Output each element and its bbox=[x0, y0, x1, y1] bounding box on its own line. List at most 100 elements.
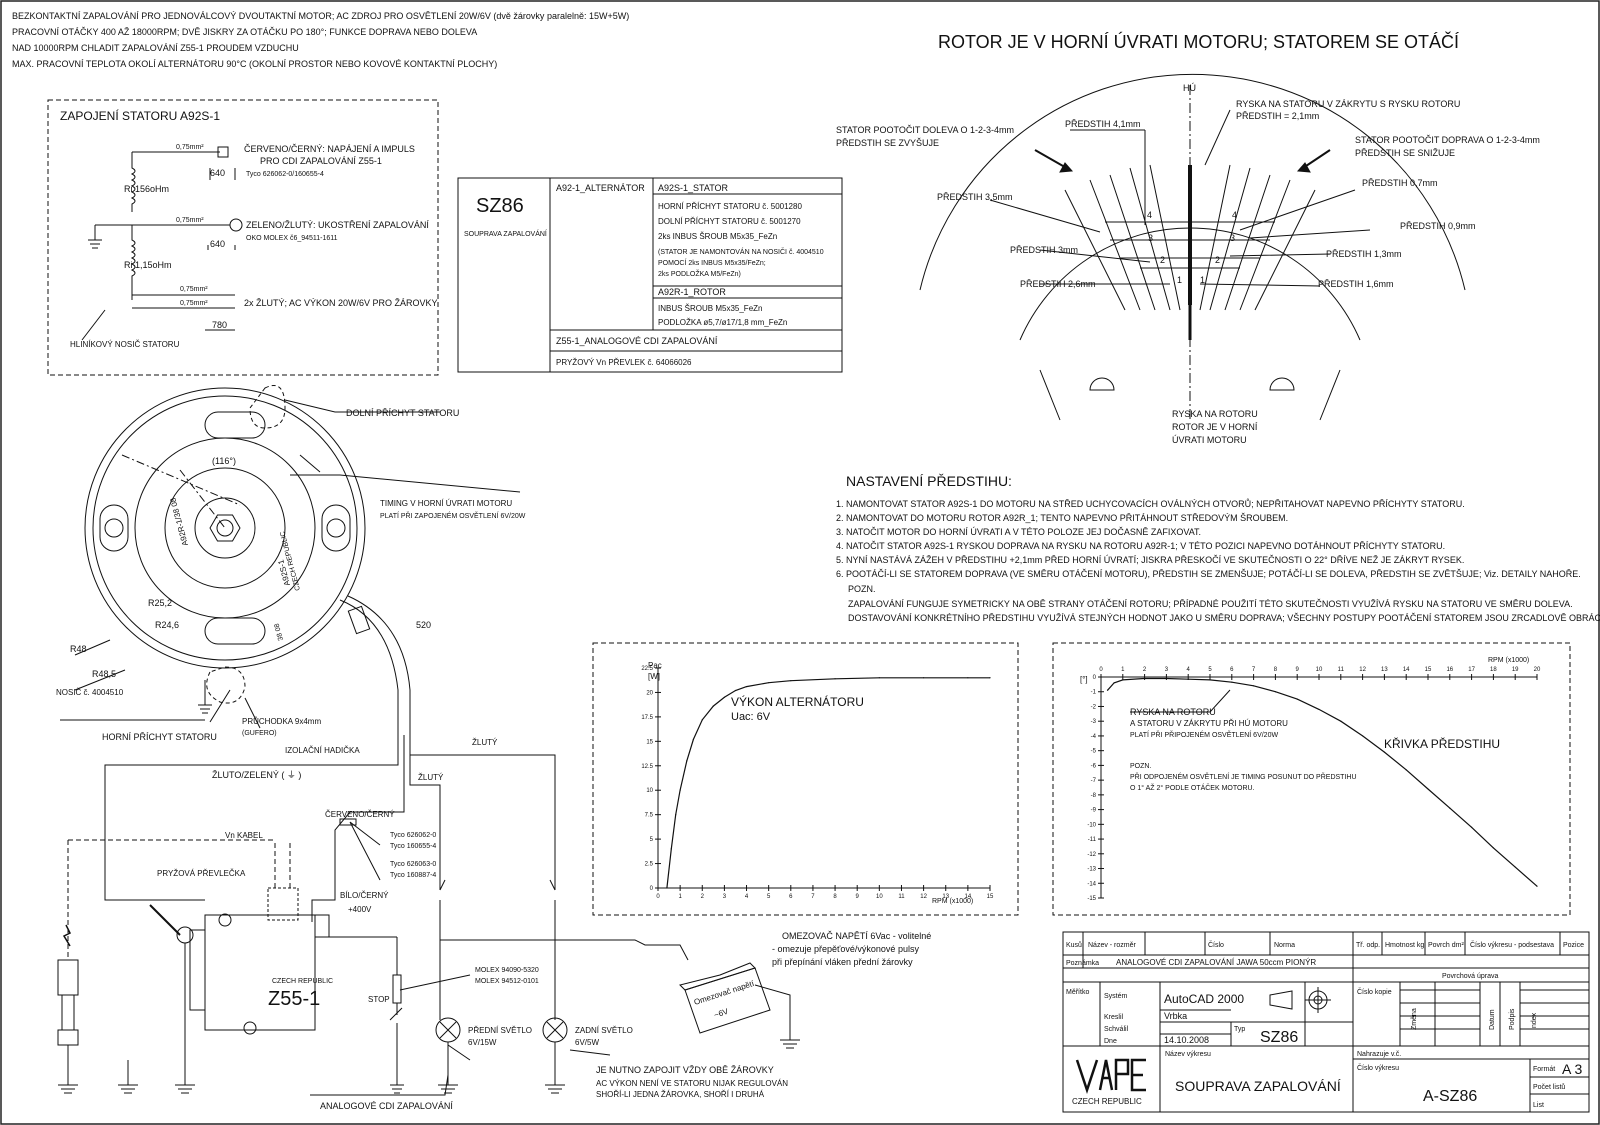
setup-step-3: 3. NATOČIT MOTOR DO HORNÍ ÚVRATI A V TÉT… bbox=[836, 527, 1201, 537]
power-y-tick-label: 20 bbox=[646, 690, 653, 696]
molex-2: MOLEX 94512-0101 bbox=[475, 978, 539, 985]
advance-x-tick-label: 3 bbox=[1165, 667, 1169, 673]
advance-x-tick-label: 7 bbox=[1252, 667, 1256, 673]
title-block-frame bbox=[1062, 931, 1590, 1113]
lamp-wires bbox=[439, 879, 689, 1020]
tb-dne-value: 14.10.2008 bbox=[1164, 1035, 1209, 1045]
power-y-tick-label: 10 bbox=[646, 788, 653, 794]
wire-2-conn: OKO MOLEX č6_94511-1611 bbox=[246, 235, 338, 242]
front-lamp-label: PŘEDNÍ SVĚTLO bbox=[468, 1026, 532, 1035]
power-y-unit: [W] bbox=[648, 672, 660, 681]
advance-y-unit: [°] bbox=[1080, 675, 1088, 684]
advance-mark-sub2: PLATÍ PŘI PŘIPOJENÉM OSVĚTLENÍ 6V/20W bbox=[1130, 730, 1278, 739]
advance-y-tick-label: -12 bbox=[1087, 852, 1096, 858]
ri-2: Ri 1,15oHm bbox=[124, 260, 172, 270]
advance-y-tick-label: -3 bbox=[1091, 719, 1097, 725]
upper-clamp bbox=[249, 385, 286, 429]
setup-title: NASTAVENÍ PŘEDSTIHU: bbox=[846, 473, 1012, 489]
rotor-mark-sub1: ROTOR JE V HORNÍ bbox=[1172, 422, 1258, 432]
wire-gauge-4: 0,75mm² bbox=[180, 300, 208, 307]
power-data-point bbox=[712, 705, 714, 707]
advance-0-9: PŘEDSTIH 0,9mm bbox=[1400, 221, 1476, 231]
wire-yellow-runs bbox=[409, 735, 556, 890]
dim-640-a: 640 bbox=[210, 168, 225, 178]
power-data-point bbox=[723, 696, 726, 698]
power-data-point bbox=[679, 789, 681, 791]
advance-x-tick-label: 6 bbox=[1230, 667, 1234, 673]
logo-p bbox=[1114, 1058, 1130, 1090]
power-series-line bbox=[666, 677, 990, 889]
grommet-label: PRŮCHODKA 9x4mm bbox=[242, 717, 321, 726]
rotor-edges bbox=[1039, 369, 1341, 421]
power-data-point bbox=[734, 689, 737, 692]
tb-format: Formát bbox=[1533, 1066, 1555, 1073]
left-scale bbox=[1064, 164, 1181, 311]
ryska-sub: PŘEDSTIH = 2,1mm bbox=[1236, 111, 1319, 121]
advance-data-point bbox=[1471, 826, 1473, 828]
cable-bundle bbox=[339, 595, 411, 735]
power-y-tick-label: 17.5 bbox=[641, 715, 653, 721]
right-rotate-sub: PŘEDSTIH SE SNIŽUJE bbox=[1355, 148, 1455, 158]
power-data-point bbox=[878, 677, 880, 679]
lower-clamp-label: DOLNÍ PŘÍCHYT STATORU bbox=[346, 408, 459, 418]
power-data-point bbox=[967, 677, 969, 679]
wire-1-sub: PRO CDI ZAPALOVÁNÍ Z55-1 bbox=[260, 156, 382, 166]
advance-data-point bbox=[1383, 751, 1385, 753]
change-table bbox=[1399, 982, 1589, 1046]
advance-note-1: PŘI ODPOJENÉM OSVĚTLENÍ JE TIMING POSUNU… bbox=[1130, 772, 1357, 781]
advance-x-tick-label: 9 bbox=[1296, 667, 1300, 673]
timing-tdc-sub: PLATÍ PŘI ZAPOJENÉM OSVĚTLENÍ 6V/20W bbox=[380, 511, 526, 520]
advance-data-point bbox=[1106, 689, 1109, 691]
power-data-point bbox=[989, 677, 991, 679]
tb-nazev: Název - rozměr bbox=[1088, 942, 1137, 949]
wire-gauge-2: 0,75mm² bbox=[176, 217, 204, 224]
rotor-part-1: INBUS ŠROUB M5x35_FeZn bbox=[658, 304, 762, 313]
power-data-point bbox=[923, 677, 925, 679]
hex-socket bbox=[209, 514, 241, 542]
tb-trida: Tř. odp. bbox=[1356, 942, 1380, 949]
dim-780: 780 bbox=[212, 320, 227, 330]
wire-2-label: ZELENO/ŽLUTÝ: UKOSTŘENÍ ZAPALOVÁNÍ bbox=[246, 220, 429, 230]
red-black-label: ČERVENO/ČERNÝ bbox=[325, 810, 395, 819]
advance-y-tick-label: -15 bbox=[1087, 896, 1096, 902]
wire-green-yellow-run bbox=[104, 735, 399, 901]
cdi-label: Z55-1_ANALOGOVÉ CDI ZAPALOVÁNÍ bbox=[556, 336, 718, 346]
advance-data-point bbox=[1405, 769, 1407, 771]
advance-y-tick-label: -5 bbox=[1091, 749, 1097, 755]
power-title: VÝKON ALTERNÁTORU bbox=[731, 694, 864, 709]
center-bore bbox=[216, 519, 234, 537]
upper-clamp-label: HORNÍ PŘÍCHYT STATORU bbox=[102, 732, 217, 742]
power-data-point bbox=[701, 719, 703, 721]
tb-pozice: Pozice bbox=[1563, 942, 1584, 949]
rear-lamp-cross bbox=[546, 1021, 564, 1039]
tb-podpis: Podpis bbox=[1509, 1008, 1516, 1030]
parts-table-grid bbox=[549, 178, 842, 372]
advance-y-tick-label: -11 bbox=[1088, 837, 1097, 843]
cdi-connector bbox=[314, 914, 330, 938]
advance-data-point bbox=[1253, 685, 1255, 687]
setup-note-1: ZAPALOVÁNÍ FUNGUJE SYMETRICKY NA OBĚ STR… bbox=[848, 599, 1573, 609]
right-scale bbox=[1199, 164, 1316, 311]
tb-nazev-value: SOUPRAVA ZAPALOVÁNÍ bbox=[1175, 1078, 1341, 1094]
tyco-4: Tyco 160887-4 bbox=[390, 872, 436, 879]
stator-box-frame bbox=[47, 99, 439, 376]
tyco-3: Tyco 626063-0 bbox=[390, 861, 436, 868]
advance-x-tick-label: 20 bbox=[1534, 667, 1541, 673]
setup-note-label: POZN. bbox=[848, 584, 876, 594]
tb-cislo-kopie: Číslo kopie bbox=[1357, 987, 1392, 996]
advance-data-point bbox=[1362, 735, 1364, 737]
stop-switch bbox=[389, 937, 404, 1094]
stop-label: STOP bbox=[368, 995, 390, 1004]
carrier-part-label: NOSIČ č. 4004510 bbox=[56, 688, 124, 697]
limiter-top bbox=[679, 962, 756, 991]
connector-leaders bbox=[349, 821, 381, 881]
logo-v bbox=[1075, 1059, 1099, 1094]
advance-x-tick-label: 18 bbox=[1490, 667, 1497, 673]
step-4-right: 4 bbox=[1232, 210, 1237, 220]
power-x-tick-label: 15 bbox=[987, 894, 994, 900]
must-note-1: AC VÝKON NENÍ VE STATORU NIJAK REGULOVÁN bbox=[596, 1079, 788, 1088]
advance-y-tick-label: -1 bbox=[1091, 690, 1097, 696]
